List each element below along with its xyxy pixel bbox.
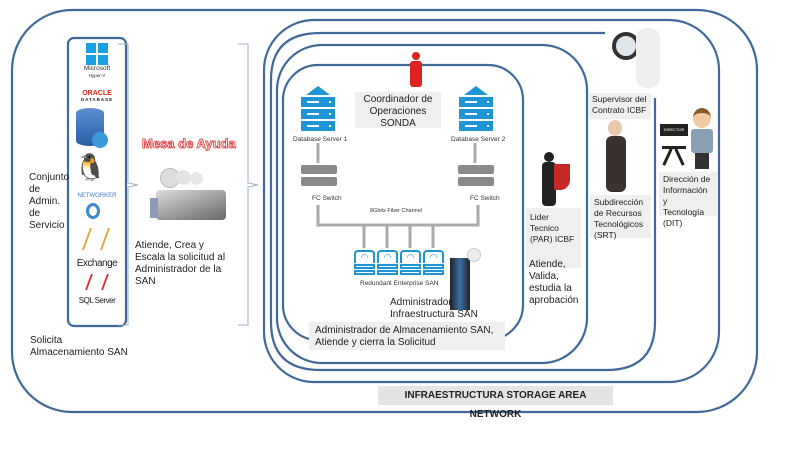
bracket-left <box>118 43 139 326</box>
director-chair-icon: DIRECTOR <box>660 120 690 168</box>
storage-label: Redundant Enterprise SAN <box>360 280 439 287</box>
helpdesk-agents-icon <box>150 160 235 228</box>
outer-frame <box>10 8 759 414</box>
database-server-2-icon <box>459 86 493 131</box>
storage-unit-icon: ◠ <box>423 250 444 276</box>
helpdesk-title: Mesa de Ayuda <box>142 136 236 152</box>
networker-icon <box>86 203 100 219</box>
fc-switch-1-label: FC Switch <box>312 195 342 202</box>
request-label: Solicita Almacenamiento SAN <box>30 335 128 358</box>
coordinator-label: Coordinador de Operaciones SONDA <box>355 92 441 129</box>
database-server-1-icon <box>301 86 335 131</box>
networker-logo: NETWORKER <box>77 193 117 199</box>
storage-admin-label: Administrador de Almacenamiento SAN, Ati… <box>309 322 505 350</box>
database-server-1-label: Database Server 1 <box>293 136 348 143</box>
sql-server-logo: SQL Server <box>78 296 116 305</box>
srt-frame <box>269 31 657 372</box>
rack-server-icon <box>450 258 470 310</box>
storage-unit-icon: ◠ <box>377 250 398 276</box>
admin-figure-icon <box>467 248 481 262</box>
srt-label: Subdirección de Recursos Tecnológicos (S… <box>590 195 651 240</box>
infra-admin-label: Administrador Infraestructura SAN <box>390 297 478 320</box>
windows-logo: Microsoft Hyper-V <box>70 40 124 78</box>
helpdesk-description: Atiende, Crea y Escala la solicitud al A… <box>135 240 226 287</box>
lider-figure-icon <box>534 150 574 208</box>
storage-unit-icon: ◠ <box>400 250 421 276</box>
fc-switch-1-icon <box>301 165 337 189</box>
lider-label: Lider Tecnico (PAR) ICBF <box>526 208 581 268</box>
globe-icon <box>92 132 108 148</box>
fiber-bus <box>316 205 480 227</box>
exchange-logo: Exchange <box>76 258 118 269</box>
srt-figure-icon <box>600 120 630 194</box>
fc-switch-2-label: FC Switch <box>470 195 500 202</box>
microsoft-text: Microsoft <box>83 65 111 72</box>
coordinator-figure-icon <box>405 52 427 88</box>
service-set-label: Conjunto de Admin. de Servicio <box>29 172 70 231</box>
diagram-title: INFRAESTRUCTURA STORAGE AREA NETWORK <box>378 386 613 420</box>
dit-figure-icon <box>690 108 714 170</box>
database-server-2-label: Database Server 2 <box>451 136 506 143</box>
lider-frame <box>275 43 589 365</box>
hyperv-text: Hyper-V <box>88 73 106 78</box>
fiber-channel-label: 8Gbits Fiber Channel <box>370 208 422 214</box>
oracle-logo: ORACLE DATABASE <box>80 90 114 102</box>
storage-unit-icon: ◠ <box>354 250 375 276</box>
supervisor-figure-icon <box>636 28 660 88</box>
dit-frame <box>262 18 721 384</box>
linux-windows-icon: 🐧 <box>74 152 107 182</box>
supervisor-label: Supervisor del Contrato ICBF <box>589 93 651 119</box>
fc-switch-2-icon <box>458 165 494 189</box>
app-column <box>66 36 128 328</box>
dit-label: Dirección de Información y Tecnología (D… <box>659 172 717 228</box>
lider-action-label: Atiende, Valida, estudia la aprobación <box>529 259 579 306</box>
bracket-right <box>238 43 259 326</box>
